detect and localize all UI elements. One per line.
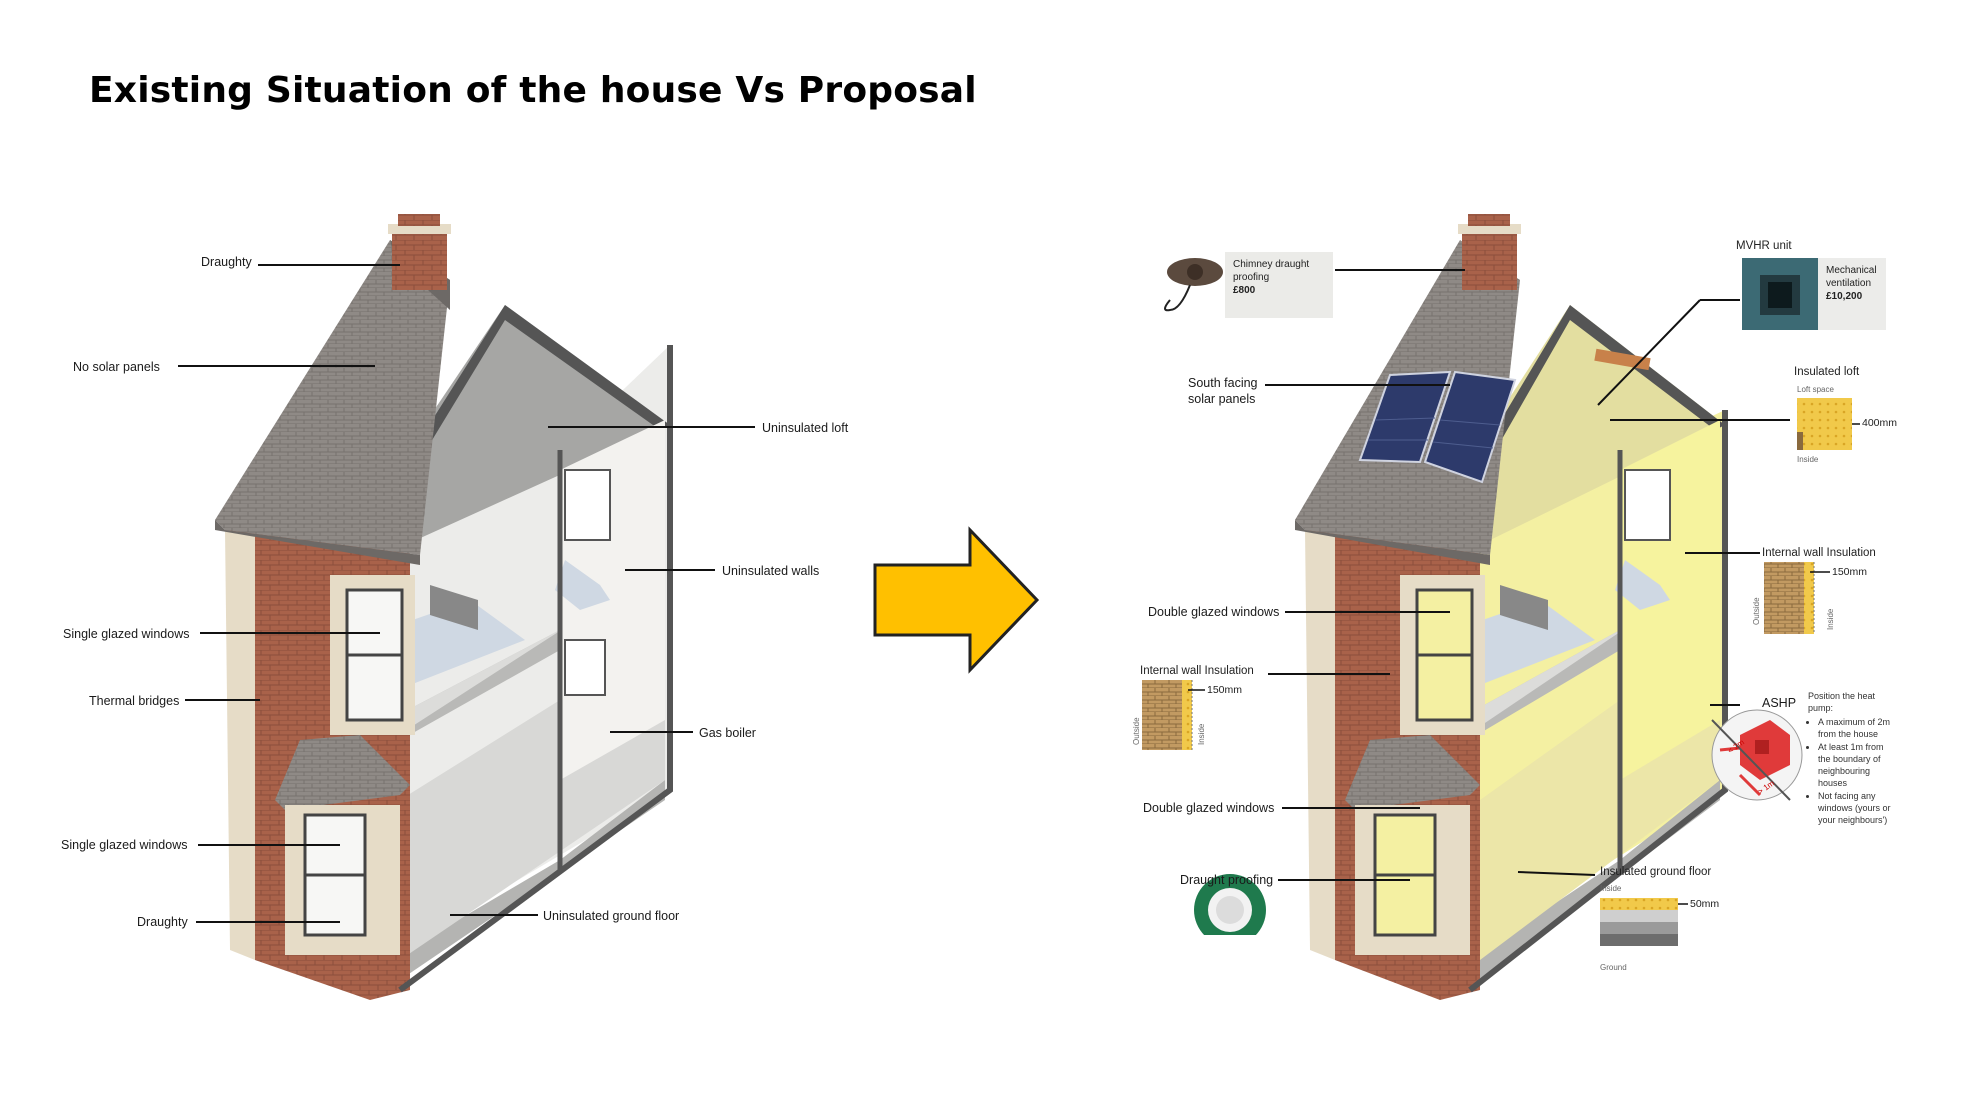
ashp-bullet: A maximum of 2m from the house xyxy=(1818,716,1898,740)
chimney-card-title: Chimney draught proofing xyxy=(1233,258,1325,284)
wall-insulation-sample-left xyxy=(1142,680,1205,750)
label-wall-thickness-right: 150mm xyxy=(1832,566,1867,579)
label-single-glazed-lower: Single glazed windows xyxy=(61,837,187,853)
label-outside-right: Outside xyxy=(1752,597,1761,625)
label-uninsulated-walls: Uninsulated walls xyxy=(722,563,819,579)
existing-upper-window xyxy=(330,575,415,735)
label-insulated-ground-floor: Insulated ground floor xyxy=(1600,866,1711,879)
transition-arrow xyxy=(875,530,1037,670)
mech-vent-price: £10,200 xyxy=(1826,291,1862,302)
label-single-glazed-upper: Single glazed windows xyxy=(63,626,189,642)
label-ground-thickness: 50mm xyxy=(1690,898,1719,911)
label-wall-thickness-left: 150mm xyxy=(1207,684,1242,697)
label-south-facing: South facing xyxy=(1188,375,1258,391)
mech-vent-title: Mechanical ventilation xyxy=(1826,264,1878,290)
label-thermal-bridges: Thermal bridges xyxy=(89,693,179,709)
loft-insulation-sample xyxy=(1797,398,1852,450)
ashp-intro: Position the heat pump: xyxy=(1808,690,1898,714)
existing-upper-window-back xyxy=(565,470,610,540)
chimney-cowl-icon xyxy=(1165,258,1223,310)
ashp-bullet: At least 1m from the boundary of neighbo… xyxy=(1818,741,1898,789)
label-gas-boiler: Gas boiler xyxy=(699,725,756,741)
label-internal-wall-right: Internal wall Insulation xyxy=(1762,547,1876,560)
label-uninsulated-loft: Uninsulated loft xyxy=(762,420,848,436)
wall-insulation-sample-right xyxy=(1764,562,1830,634)
proposed-house xyxy=(1295,214,1725,1000)
label-draughty-bottom: Draughty xyxy=(137,914,188,930)
existing-chimney xyxy=(388,214,451,290)
label-solar-panels: solar panels xyxy=(1188,391,1258,407)
chimney-draught-card: Chimney draught proofing £800 xyxy=(1225,252,1333,318)
label-insulated-loft: Insulated loft xyxy=(1794,366,1859,379)
label-mvhr-unit: MVHR unit xyxy=(1736,240,1792,253)
label-no-solar-panels: No solar panels xyxy=(73,359,160,375)
ashp-placement-illustration xyxy=(1712,710,1802,800)
label-draughty-top: Draughty xyxy=(201,254,252,270)
label-draught-proofing: Draught proofing xyxy=(1180,872,1273,888)
ashp-bullet: Not facing any windows (yours or your ne… xyxy=(1818,790,1898,826)
label-south-facing-solar: South facing solar panels xyxy=(1188,375,1258,407)
label-loft-space: Loft space xyxy=(1797,385,1834,394)
label-loft-inside: Inside xyxy=(1797,455,1818,464)
mech-vent-card: Mechanical ventilation £10,200 xyxy=(1818,258,1886,330)
label-double-glazed-lower: Double glazed windows xyxy=(1143,800,1274,816)
existing-house xyxy=(215,214,670,1000)
label-outside-left: Outside xyxy=(1132,717,1141,745)
chimney-card-price: £800 xyxy=(1233,285,1255,296)
label-ground-inside: Inside xyxy=(1600,884,1621,893)
ground-floor-insulation-sample xyxy=(1600,898,1688,946)
label-ground: Ground xyxy=(1600,963,1627,972)
label-loft-thickness: 400mm xyxy=(1862,417,1897,430)
label-uninsulated-ground-floor: Uninsulated ground floor xyxy=(543,908,679,924)
mvhr-unit-image xyxy=(1742,258,1818,330)
label-double-glazed-upper: Double glazed windows xyxy=(1148,604,1279,620)
label-internal-wall-left: Internal wall Insulation xyxy=(1140,665,1254,678)
label-inside-left: Inside xyxy=(1197,724,1206,745)
ashp-guidance: Position the heat pump: A maximum of 2m … xyxy=(1808,690,1898,827)
label-inside-right: Inside xyxy=(1826,609,1835,630)
label-ashp: ASHP xyxy=(1762,695,1796,711)
